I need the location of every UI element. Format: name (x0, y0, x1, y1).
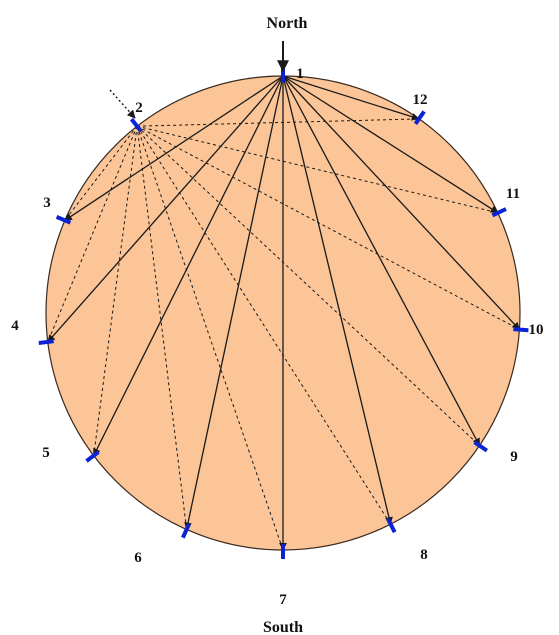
point-marker-4 (38, 339, 54, 345)
point-label-1: 1 (296, 66, 304, 82)
solid-chord-1-8 (282, 75, 393, 525)
point-label-6: 6 (134, 550, 142, 566)
point-label-12: 12 (413, 92, 428, 108)
point-label-7: 7 (279, 592, 287, 608)
solid-chord-1-12 (282, 75, 420, 121)
solid-chord-1-10 (282, 75, 520, 331)
point-label-11: 11 (506, 186, 520, 202)
dashed-chord-2-7 (136, 126, 284, 551)
dotted-arrow-to-point-2 (109, 89, 136, 119)
point-markers (38, 67, 529, 559)
dashed-chord-2-6 (136, 126, 188, 530)
point-marker-2 (129, 117, 143, 133)
dashed-chord-2-10 (136, 125, 520, 330)
dashed-chord-2-9 (136, 125, 480, 446)
point-marker-12 (413, 110, 426, 125)
dashed-chord-2-4 (47, 126, 138, 343)
north-label: North (267, 15, 308, 32)
point-marker-9 (473, 440, 489, 453)
point-label-5: 5 (42, 445, 50, 461)
solid-chord-1-3 (64, 75, 284, 221)
point-marker-6 (181, 523, 191, 539)
point-label-3: 3 (43, 195, 51, 211)
solid-chord-1-9 (282, 75, 481, 447)
solid-chord-1-5 (93, 75, 284, 457)
south-label: South (263, 619, 303, 635)
point-label-8: 8 (420, 547, 428, 563)
point-marker-8 (386, 517, 397, 534)
point-marker-3 (55, 215, 72, 225)
dashed-chord-2-3 (64, 125, 138, 221)
solid-chord-1-6 (184, 75, 284, 531)
point-label-2: 2 (135, 100, 143, 116)
solid-chord-1-4 (47, 75, 284, 343)
dashed-chord-2-11 (136, 125, 498, 214)
dashed-chord-2-5 (93, 126, 138, 456)
point-marker-10 (513, 327, 529, 333)
point-label-4: 4 (11, 318, 19, 334)
point-label-10: 10 (529, 322, 544, 338)
point-marker-5 (85, 450, 100, 463)
solid-chord-1-11 (282, 75, 499, 214)
point-marker-11 (491, 207, 507, 218)
dashed-chord-2-12 (137, 118, 419, 127)
dashed-chords (47, 118, 520, 551)
point-label-9: 9 (510, 449, 518, 465)
solid-chords (47, 75, 520, 551)
